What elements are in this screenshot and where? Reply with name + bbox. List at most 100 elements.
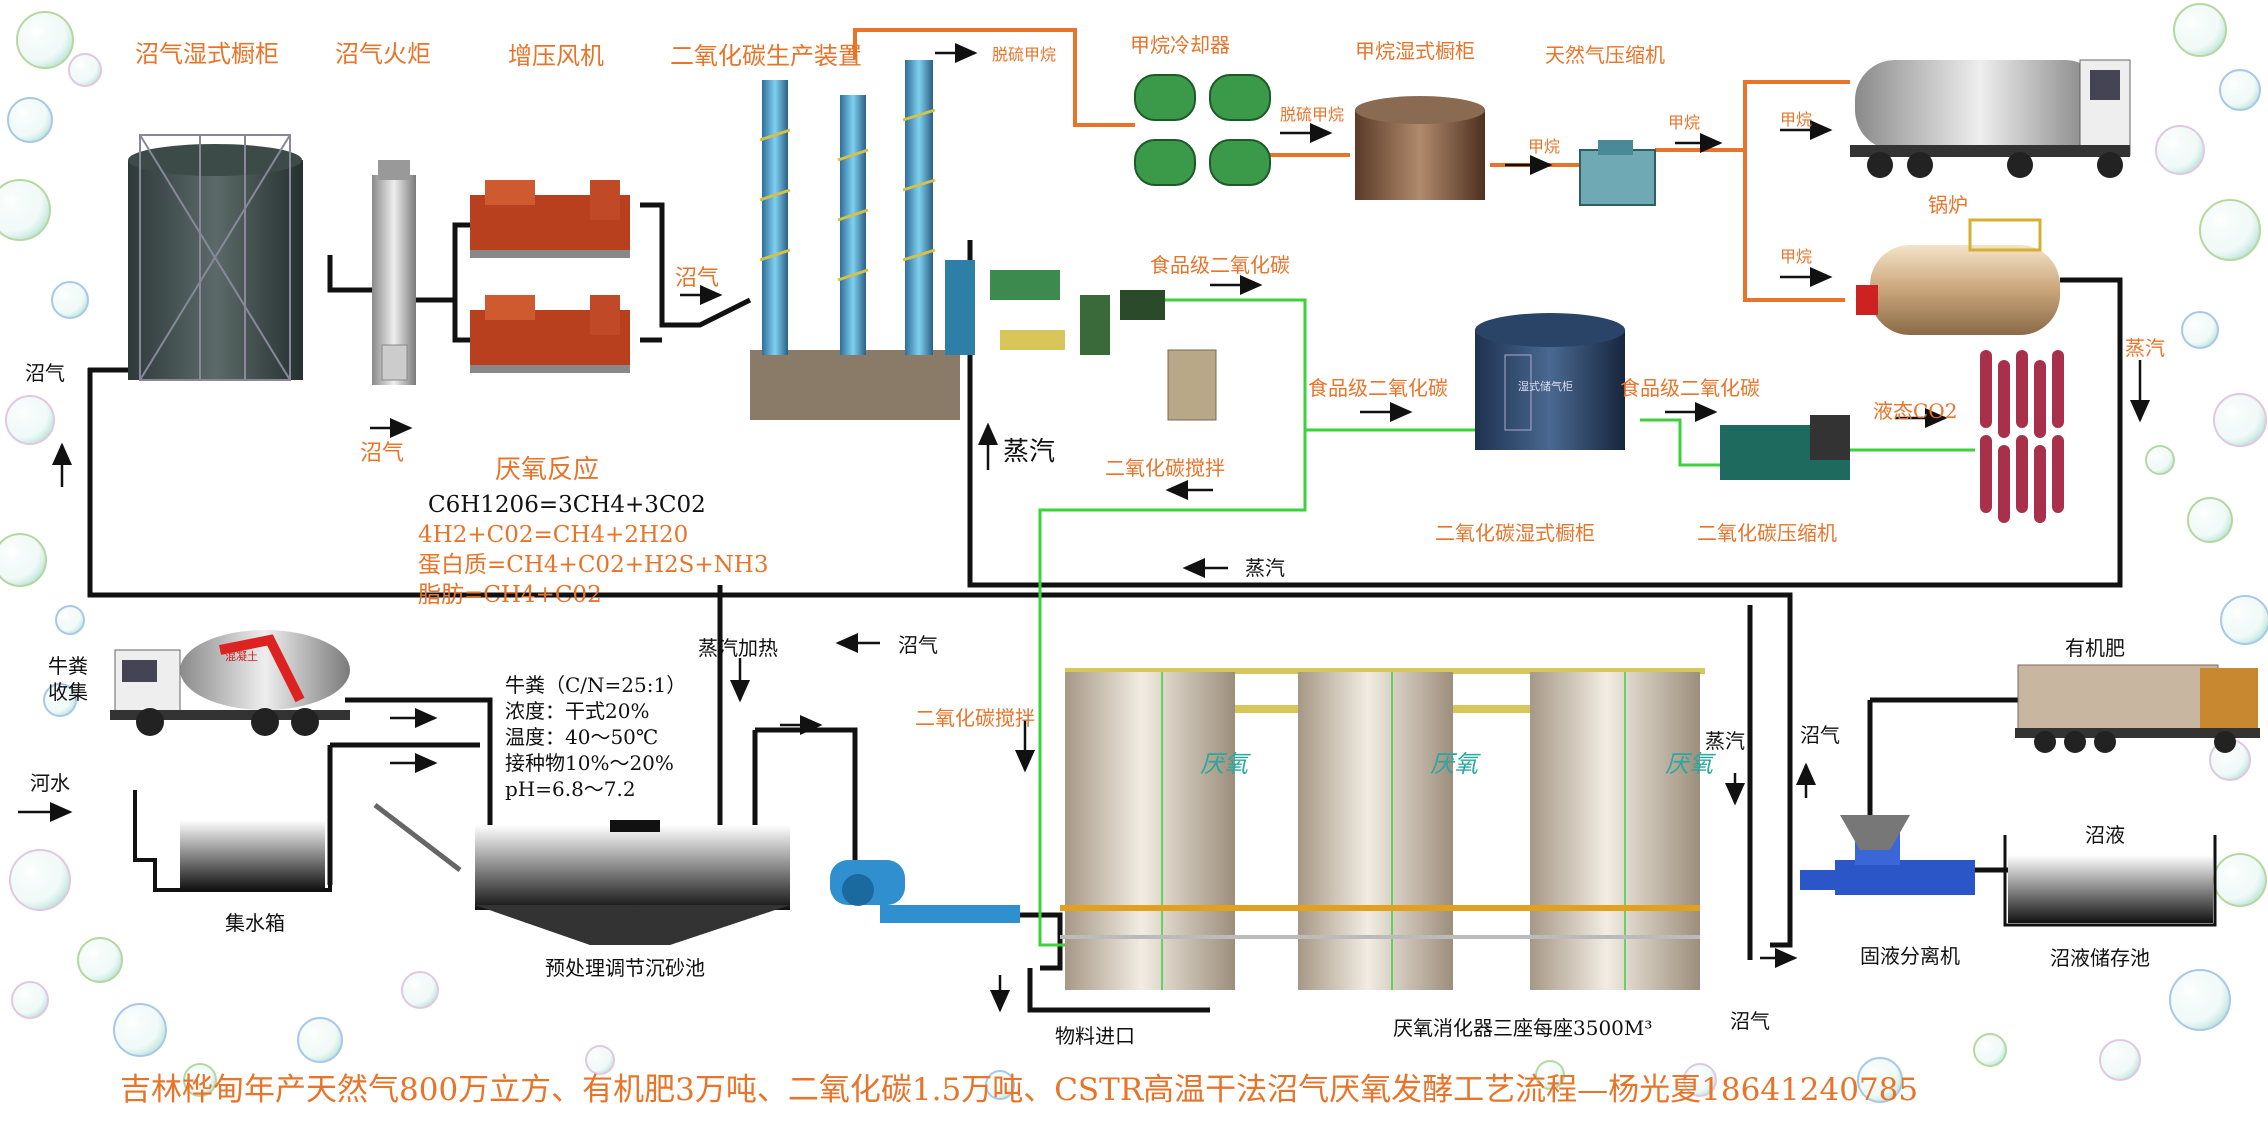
co2-cylinder — [2052, 350, 2064, 428]
decorative-bubble — [2145, 445, 2175, 475]
label-steam-up: 蒸汽 — [1003, 437, 1055, 467]
label-biogas-heat: 沼气 — [898, 633, 938, 657]
label-pretreat: 预处理调节沉砂池 — [545, 956, 705, 980]
truck-brand: 混凝土 — [225, 649, 258, 663]
decorative-bubble — [2199, 199, 2261, 261]
flow-arrows — [18, 43, 2150, 1013]
label-steam-right: 蒸汽 — [2125, 336, 2165, 360]
co2-cylinder — [2034, 360, 2046, 438]
label-methane-d: 甲烷 — [1780, 247, 1812, 266]
decorative-bubble — [9, 849, 71, 911]
label-methane-a: 甲烷 — [1528, 137, 1560, 156]
label-biogas-out: 沼气 — [1730, 1009, 1770, 1033]
co2-compressor — [1720, 415, 1850, 480]
solid-liquid-separator — [1800, 815, 1975, 895]
label-booster-fan: 增压风机 — [508, 42, 604, 70]
label-eq1: C6H1206=3CH4+3C02 — [428, 492, 706, 518]
decorative-bubble — [2155, 125, 2205, 175]
label-liquid-co2: 液态CO2 — [1873, 399, 1957, 423]
label-biogas-fan: 沼气 — [675, 266, 719, 291]
digester-sign-3: 厌氧 — [1665, 750, 1716, 778]
digester-sign-1: 厌氧 — [1200, 750, 1251, 778]
label-eq2: 4H2+C02=CH4+2H20 — [418, 522, 688, 548]
gasholder-sign: 湿式储气柜 — [1518, 379, 1573, 393]
decorative-bubble — [1857, 1057, 1903, 1103]
decorative-bubbles — [0, 3, 2268, 1103]
label-param3: 温度：40～50℃ — [505, 725, 658, 749]
decorative-bubble — [2213, 393, 2267, 447]
collection-tank — [133, 790, 332, 892]
label-tank: 集水箱 — [225, 911, 285, 935]
label-biogas-left: 沼气 — [25, 361, 65, 385]
label-methane-cooler: 甲烷冷却器 — [1130, 33, 1230, 57]
label-anaerobic-title: 厌氧反应 — [495, 455, 599, 485]
label-eq4: 脂肪=CH4+C02 — [418, 582, 602, 608]
decorative-bubble — [2220, 595, 2268, 645]
label-co2-plant: 二氧化碳生产装置 — [670, 42, 862, 70]
label-organic-fertilizer: 有机肥 — [2065, 636, 2125, 660]
label-eq3: 蛋白质=CH4+C02+H2S+NH3 — [418, 552, 769, 578]
label-co2-stir-2: 二氧化碳搅拌 — [915, 706, 1035, 730]
decorative-bubble — [7, 97, 53, 143]
label-slurry-pool: 沼液储存池 — [2050, 946, 2150, 970]
decorative-bubble — [5, 395, 55, 445]
decorative-bubble — [43, 683, 77, 717]
fertilizer-truck — [2015, 664, 2260, 753]
label-steam-mid: 蒸汽 — [1245, 556, 1285, 580]
label-food-co2-1: 食品级二氧化碳 — [1150, 253, 1290, 277]
decorative-bubble — [585, 1045, 615, 1075]
label-biogas-mid: 沼气 — [360, 441, 404, 466]
co2-cylinder — [2016, 350, 2028, 428]
co2-cylinder — [1998, 360, 2010, 438]
biogas-torch — [372, 160, 416, 385]
label-co2-stir-1: 二氧化碳搅拌 — [1105, 456, 1225, 480]
decorative-bubble — [51, 281, 89, 319]
label-separator: 固液分离机 — [1860, 944, 1960, 968]
decorative-bubble — [2181, 311, 2219, 349]
label-biogas-torch: 沼气火炬 — [335, 40, 431, 68]
label-boiler: 锅炉 — [1928, 193, 1968, 217]
decorative-bubble — [1683, 1063, 1717, 1097]
manure-mixer-truck — [110, 630, 350, 736]
decorative-bubble — [985, 1070, 1015, 1100]
feed-pump — [830, 860, 1020, 923]
decorative-bubble — [55, 605, 85, 635]
co2-cylinder — [1980, 350, 1992, 428]
co2-cylinder — [1980, 435, 1992, 513]
label-param2: 浓度：干式20% — [505, 699, 649, 723]
co2-cylinders — [1980, 350, 2064, 523]
decorative-bubble — [0, 179, 51, 241]
co2-cylinder — [2016, 435, 2028, 513]
decorative-bubble — [16, 11, 74, 69]
anaerobic-digesters — [1060, 668, 1705, 990]
decorative-bubble — [183, 1063, 217, 1097]
decorative-bubble — [0, 533, 47, 587]
label-ng-compressor: 天然气压缩机 — [1545, 43, 1665, 67]
lng-truck — [1850, 59, 2131, 178]
co2-cylinder — [1998, 445, 2010, 523]
decorative-bubble — [1973, 1033, 2007, 1067]
decorative-bubble — [68, 53, 102, 87]
label-digester: 厌氧消化器三座每座3500M³ — [1393, 1016, 1652, 1040]
pretreatment-pool — [373, 803, 790, 945]
decorative-bubble — [2213, 853, 2267, 907]
label-biogas-up: 沼气 — [1800, 723, 1840, 747]
label-param4: 接种物10%～20% — [505, 751, 674, 775]
methane-gas-holder — [1355, 96, 1485, 200]
decorative-bubble — [2187, 497, 2233, 543]
methane-pipes — [853, 28, 1850, 302]
label-co2-compressor: 二氧化碳压缩机 — [1697, 521, 1837, 545]
decorative-bubble — [2099, 1039, 2141, 1081]
co2-cylinder — [2034, 445, 2046, 523]
decorative-bubble — [2173, 3, 2227, 57]
decorative-bubble — [2169, 969, 2231, 1031]
label-desulf-methane-1: 脱硫甲烷 — [992, 45, 1056, 64]
natural-gas-compressor — [1579, 140, 1656, 206]
label-methane-b: 甲烷 — [1668, 113, 1700, 132]
co2-gas-holder — [1475, 313, 1625, 450]
label-material-inlet: 物料进口 — [1055, 1024, 1135, 1048]
label-river-water: 河水 — [30, 771, 70, 795]
co2-production-plant — [750, 60, 1217, 421]
